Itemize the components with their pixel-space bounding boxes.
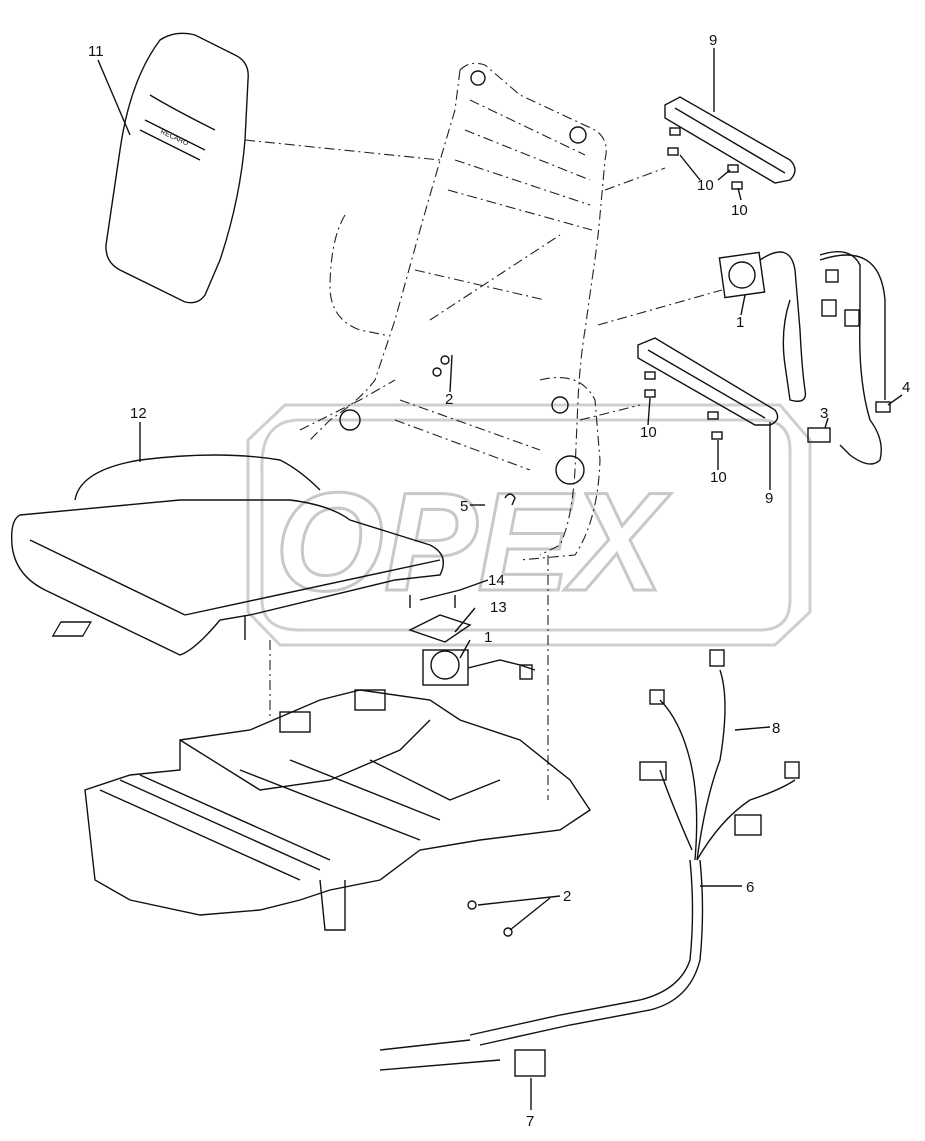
callout-6: 6 [746, 879, 754, 896]
callout-3: 3 [820, 405, 828, 422]
callout-1-upper: 1 [736, 314, 744, 331]
upper-side-bolster [604, 96, 796, 191]
backrest-cushion: RECARO [105, 32, 441, 304]
callout-1-lower: 1 [484, 629, 492, 646]
callout-8: 8 [772, 720, 780, 737]
seat-fan-assembly [51, 595, 536, 686]
callout-2-lower: 2 [563, 888, 571, 905]
cushion-logo: RECARO [159, 128, 190, 147]
callout-10-b: 10 [731, 202, 748, 219]
backrest-fan-assembly [597, 251, 891, 465]
callout-10-d: 10 [710, 469, 727, 486]
screws [432, 355, 516, 937]
callout-14: 14 [488, 572, 505, 589]
callouts: 11 9 10 10 1 4 3 2 12 10 10 9 5 14 13 1 … [88, 32, 910, 1130]
backrest-frame [299, 62, 607, 561]
callout-9-upper: 9 [709, 32, 717, 49]
leader-lines [97, 48, 903, 1110]
callout-13: 13 [490, 599, 507, 616]
callout-7: 7 [526, 1113, 534, 1130]
callout-10-a: 10 [697, 177, 714, 194]
seat-base-frame [84, 555, 591, 931]
callout-12: 12 [130, 405, 147, 422]
seat-cushion [10, 454, 444, 656]
lower-side-bolster [579, 337, 779, 440]
wiring-harness [379, 649, 800, 1077]
callout-2-upper: 2 [445, 391, 453, 408]
callout-4: 4 [902, 379, 910, 396]
callout-5: 5 [460, 498, 468, 515]
callout-9-lower: 9 [765, 490, 773, 507]
watermark-text: OPEX [275, 463, 672, 620]
callout-10-c: 10 [640, 424, 657, 441]
callout-11: 11 [88, 43, 104, 60]
opex-watermark: OPEX [246, 403, 812, 647]
